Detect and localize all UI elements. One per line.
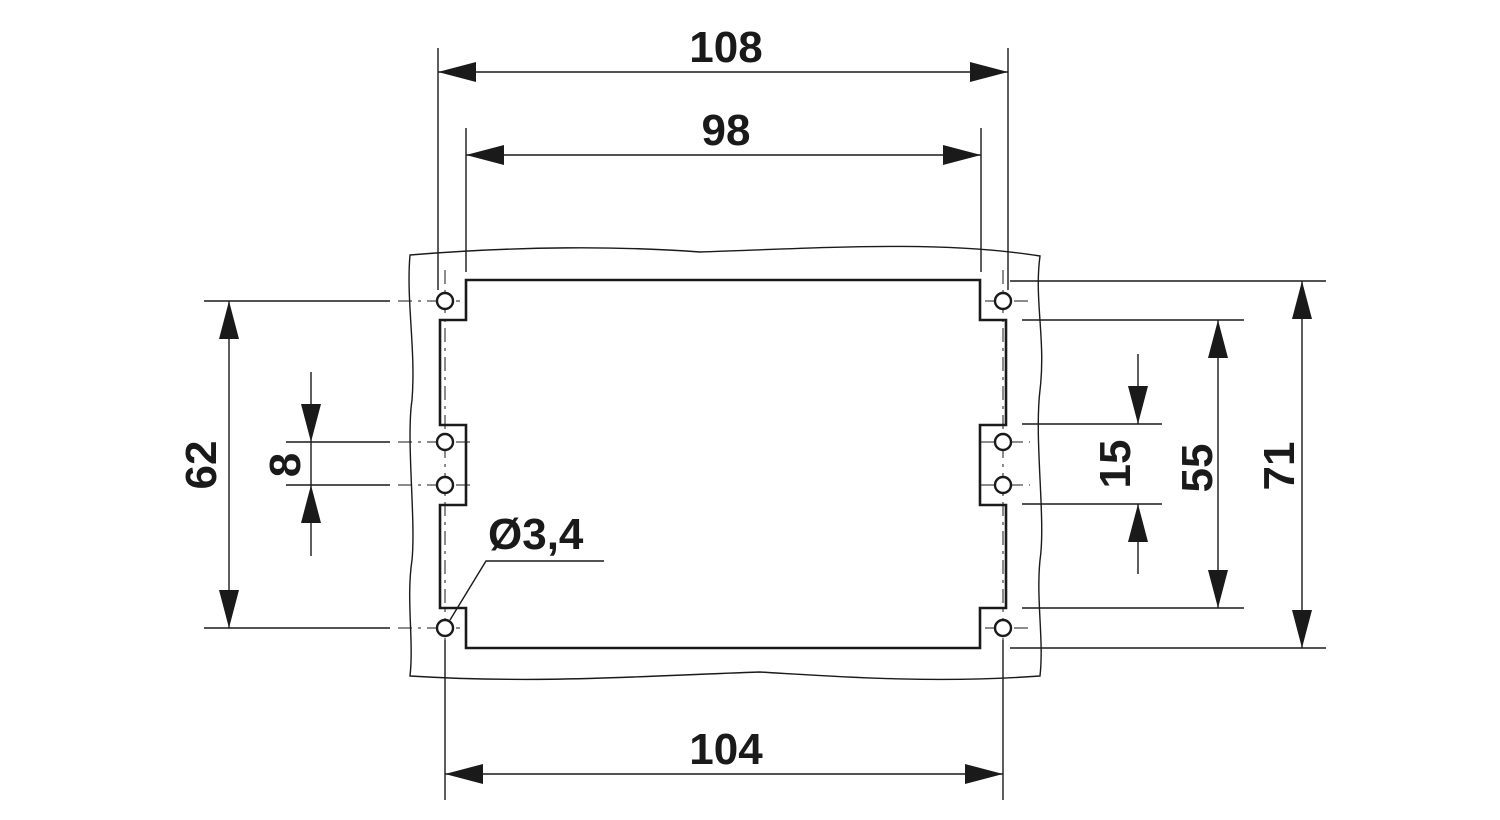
arrowhead bbox=[301, 485, 321, 523]
mounting-hole bbox=[435, 291, 455, 311]
arrowhead bbox=[219, 590, 239, 628]
dim-label-hole-diameter: Ø3,4 bbox=[488, 510, 584, 559]
cutout-outline bbox=[438, 278, 1008, 650]
mounting-hole bbox=[435, 475, 455, 495]
arrowhead bbox=[1208, 570, 1228, 608]
arrowhead bbox=[438, 62, 476, 82]
arrowhead bbox=[466, 145, 504, 165]
arrowhead bbox=[219, 301, 239, 339]
mounting-hole bbox=[993, 291, 1013, 311]
mounting-hole bbox=[435, 432, 455, 452]
arrowhead bbox=[1128, 504, 1148, 542]
arrowhead bbox=[1292, 610, 1312, 648]
mounting-hole bbox=[993, 475, 1013, 495]
arrowhead bbox=[1292, 281, 1312, 319]
dim-label-104: 104 bbox=[689, 725, 763, 774]
arrowhead bbox=[301, 404, 321, 442]
mounting-hole bbox=[435, 618, 455, 638]
arrowhead bbox=[1128, 386, 1148, 424]
mounting-hole bbox=[993, 618, 1013, 638]
arrowhead bbox=[1208, 320, 1228, 358]
dim-label-15: 15 bbox=[1091, 440, 1140, 489]
dim-label-108: 108 bbox=[689, 23, 762, 72]
panel-outline bbox=[408, 245, 1043, 681]
arrowhead bbox=[943, 145, 981, 165]
hole-diameter-leader bbox=[449, 560, 604, 621]
dim-label-55: 55 bbox=[1173, 444, 1222, 493]
dim-label-8: 8 bbox=[261, 453, 310, 477]
arrowhead bbox=[445, 764, 483, 784]
arrowhead bbox=[965, 764, 1003, 784]
dim-label-62: 62 bbox=[177, 441, 226, 490]
dim-label-98: 98 bbox=[702, 106, 751, 155]
mounting-hole bbox=[993, 432, 1013, 452]
arrowhead bbox=[970, 62, 1008, 82]
dim-label-71: 71 bbox=[1255, 442, 1304, 491]
